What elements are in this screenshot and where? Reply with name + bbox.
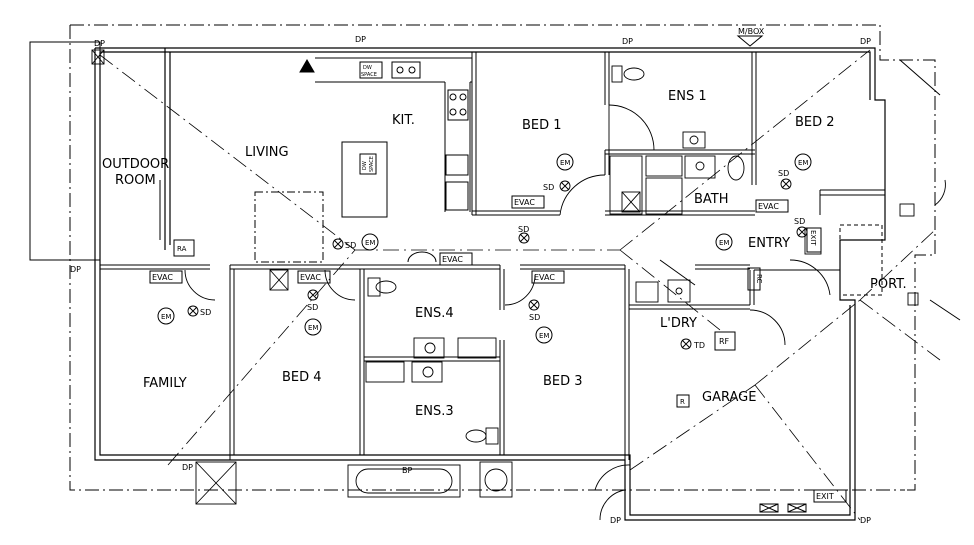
sd-label: SD bbox=[345, 241, 356, 250]
sd-label: SD bbox=[200, 308, 211, 317]
room-kitchen: KIT. bbox=[392, 113, 415, 128]
dp-label: DP bbox=[70, 265, 81, 274]
em-label: EM bbox=[560, 159, 570, 167]
sd-label: SD bbox=[778, 169, 789, 178]
room-laundry: L'DRY bbox=[660, 316, 697, 331]
em-label: EM bbox=[798, 159, 808, 167]
sd-label: SD bbox=[307, 303, 318, 312]
outdoor-room bbox=[29, 41, 166, 261]
room-ens3: ENS.3 bbox=[415, 404, 454, 419]
sd-label: SD bbox=[543, 183, 554, 192]
dp-label: DP bbox=[610, 516, 621, 525]
room-bed2: BED 2 bbox=[795, 115, 835, 130]
interior-walls bbox=[100, 52, 885, 460]
room-garage: GARAGE bbox=[702, 390, 756, 405]
sd-label: SD bbox=[794, 217, 805, 226]
dp-label: DP bbox=[622, 37, 633, 46]
room-bath: BATH bbox=[694, 192, 729, 207]
house-walls bbox=[94, 47, 886, 521]
evac-label: EVAC bbox=[758, 202, 779, 211]
dw-label: DW bbox=[362, 161, 368, 170]
dw-label: DW bbox=[363, 65, 372, 71]
rf-label: RF bbox=[719, 337, 730, 346]
space-label: SPACE bbox=[361, 72, 377, 78]
living-void bbox=[254, 191, 324, 263]
mbox-label: M/BOX bbox=[738, 27, 765, 36]
em-label: EM bbox=[719, 239, 729, 247]
em-label: EM bbox=[161, 313, 171, 321]
door-swings bbox=[184, 104, 946, 521]
room-ens4: ENS.4 bbox=[415, 306, 454, 321]
room-entry: ENTRY bbox=[748, 236, 790, 251]
room-family: FAMILY bbox=[143, 376, 187, 391]
label-boxes bbox=[149, 195, 847, 503]
r-label: R bbox=[680, 398, 685, 406]
misc-marks bbox=[299, 35, 961, 513]
room-port: PORT. bbox=[870, 277, 907, 292]
evac-label: EVAC bbox=[534, 273, 555, 282]
room-ens1: ENS 1 bbox=[668, 89, 707, 104]
rc-label: RC bbox=[755, 274, 763, 284]
room-labels: OUTDOOR ROOM LIVING KIT. BED 1 ENS 1 BED… bbox=[102, 89, 907, 419]
kitchen-benches bbox=[315, 57, 473, 218]
dp-label: DP bbox=[860, 516, 871, 525]
em-label: EM bbox=[308, 324, 318, 332]
room-outdoor-line1: OUTDOOR bbox=[102, 157, 169, 172]
room-bed4: BED 4 bbox=[282, 370, 322, 385]
exit-label: EXIT bbox=[809, 230, 817, 246]
ra-label: RA bbox=[177, 245, 187, 253]
sd-label: SD bbox=[529, 313, 540, 322]
em-symbols bbox=[157, 153, 812, 344]
room-living: LIVING bbox=[245, 145, 289, 160]
boundary-line bbox=[69, 24, 936, 491]
bp-label: BP bbox=[402, 466, 412, 475]
evac-label: EVAC bbox=[300, 273, 321, 282]
roof-lines bbox=[99, 49, 941, 521]
evac-label: EVAC bbox=[442, 255, 463, 264]
dp-label: DP bbox=[94, 39, 105, 48]
evac-label: EVAC bbox=[514, 198, 535, 207]
tag-labels: DP DP DP DP DP DP DP DP M/BOX BP EVAC EV… bbox=[70, 27, 871, 525]
evac-label: EVAC bbox=[152, 273, 173, 282]
em-label: EM bbox=[539, 332, 549, 340]
dp-label: DP bbox=[355, 35, 366, 44]
room-outdoor-line2: ROOM bbox=[115, 173, 156, 188]
td-label: TD bbox=[693, 341, 705, 350]
sd-label: SD bbox=[518, 225, 529, 234]
exit-label: EXIT bbox=[816, 492, 834, 501]
dp-label: DP bbox=[182, 463, 193, 472]
room-bed3: BED 3 bbox=[543, 374, 583, 389]
dp-label: DP bbox=[860, 37, 871, 46]
em-label: EM bbox=[365, 239, 375, 247]
fixtures bbox=[91, 49, 919, 505]
space-label: SPACE bbox=[369, 156, 375, 172]
room-bed1: BED 1 bbox=[522, 118, 562, 133]
